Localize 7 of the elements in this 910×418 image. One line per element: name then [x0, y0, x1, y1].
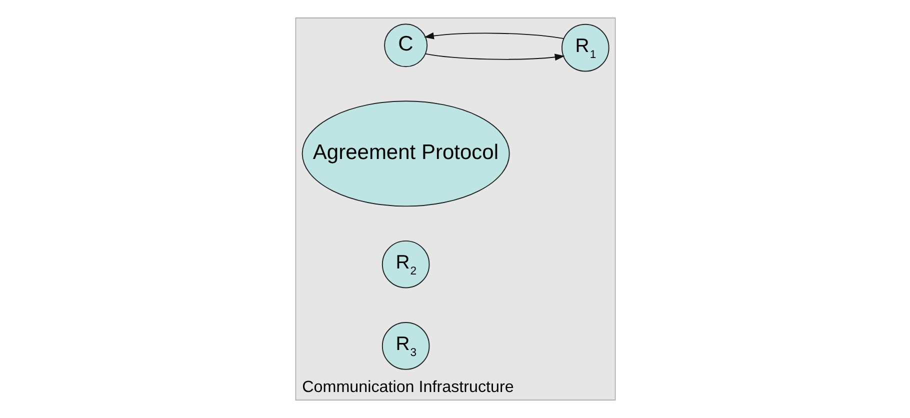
- arrow: [423, 32, 564, 40]
- node-circle: R$_{3}$: [381, 322, 430, 370]
- node-circle: R$_{2}$: [381, 240, 430, 288]
- node-circle: C: [384, 24, 428, 68]
- arrow: [424, 53, 564, 61]
- node-circle: R$_{1}$: [561, 24, 609, 72]
- node-ellipse: Agreement Protocol: [301, 100, 510, 207]
